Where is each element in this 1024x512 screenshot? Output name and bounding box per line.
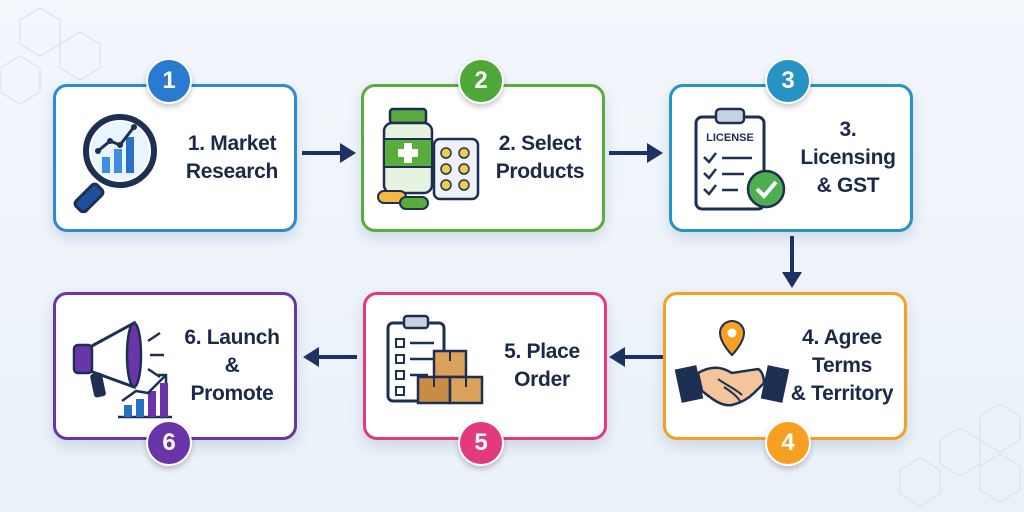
license-clipboard-icon: LICENSE	[694, 107, 786, 211]
step-label: 4. Agree Terms & Territory	[790, 326, 894, 405]
step-label: 5. Place Order	[504, 340, 580, 391]
step-number-badge: 5	[458, 420, 504, 466]
step-card-launch-promote: 6. Launch & Promote	[53, 292, 297, 440]
magnifier-chart-icon	[73, 114, 157, 213]
step-card-place-order: 5. Place Order	[363, 292, 607, 440]
step-number-badge: 2	[458, 58, 504, 104]
arrow-step2-to-step3	[609, 143, 663, 163]
arrow-step5-to-step6	[303, 347, 357, 367]
step-card-licensing-gst: LICENSE 3. Licensing & GST	[669, 84, 913, 232]
step-card-market-research: 1. Market Research	[53, 84, 297, 232]
checklist-boxes-icon	[386, 314, 484, 405]
step-label: 2. Select Products	[495, 132, 585, 183]
step-label: 6. Launch & Promote	[184, 326, 280, 405]
step-card-select-products: 2. Select Products	[361, 84, 605, 232]
license-text: LICENSE	[706, 132, 754, 144]
megaphone-growth-icon	[72, 320, 172, 419]
handshake-location-icon	[674, 319, 790, 407]
step-number-badge: 3	[765, 58, 811, 104]
arrow-step3-to-step4	[782, 236, 802, 288]
arrow-step4-to-step5	[609, 347, 663, 367]
arrow-step1-to-step2	[302, 143, 356, 163]
step-number-badge: 1	[146, 58, 192, 104]
step-number-badge: 4	[765, 420, 811, 466]
medicine-bottle-pills-icon	[377, 107, 480, 210]
step-label: 3. Licensing & GST	[800, 118, 896, 197]
step-card-agree-terms: 4. Agree Terms & Territory	[663, 292, 907, 440]
step-label: 1. Market Research	[185, 132, 279, 183]
step-number-badge: 6	[146, 420, 192, 466]
